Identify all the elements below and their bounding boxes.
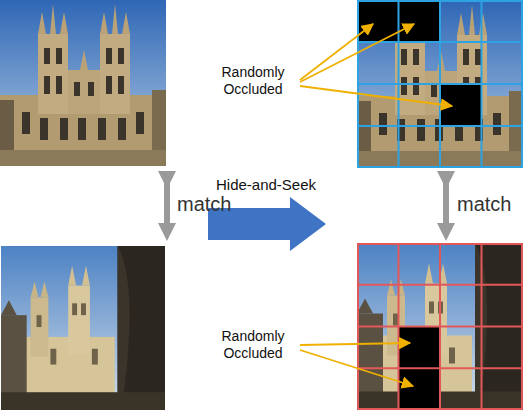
grid-red: [357, 367, 523, 369]
grid-blue: [357, 83, 523, 85]
grid-blue: [357, 125, 523, 127]
leader-line: [300, 24, 373, 80]
photo-query: [0, 0, 166, 166]
photo-query-occluded: [399, 0, 441, 42]
photo-query-occluded: [357, 0, 523, 167]
callout-label: Randomly Occluded: [207, 64, 299, 98]
grid-red: [358, 244, 522, 409]
photo-database: [1, 246, 165, 410]
photo-database-occluded: [357, 244, 523, 410]
match-label: match: [457, 192, 511, 216]
match-label: match: [177, 192, 231, 216]
callout-label: Randomly Occluded: [207, 328, 299, 362]
match-arrow: [443, 180, 449, 232]
photo-database: [1, 246, 165, 410]
grid-red: [357, 243, 523, 410]
grid-blue: [357, 0, 523, 168]
grid-red: [357, 284, 523, 286]
photo-query: [0, 0, 166, 166]
photo-query-occluded: [357, 1, 523, 167]
photo-database-occluded: [399, 327, 441, 369]
grid-red: [357, 326, 523, 328]
leader-line: [300, 24, 414, 82]
photo-database-occluded: [357, 244, 523, 410]
leader-line: [300, 24, 452, 386]
leader-line: [300, 343, 410, 345]
leader-line: [300, 350, 413, 386]
method-label: Hide-and-Seek: [196, 176, 336, 194]
grid-blue: [358, 1, 522, 167]
leader-line: [300, 86, 452, 106]
photo-database-occluded: [399, 368, 441, 410]
match-arrow: [164, 180, 170, 232]
